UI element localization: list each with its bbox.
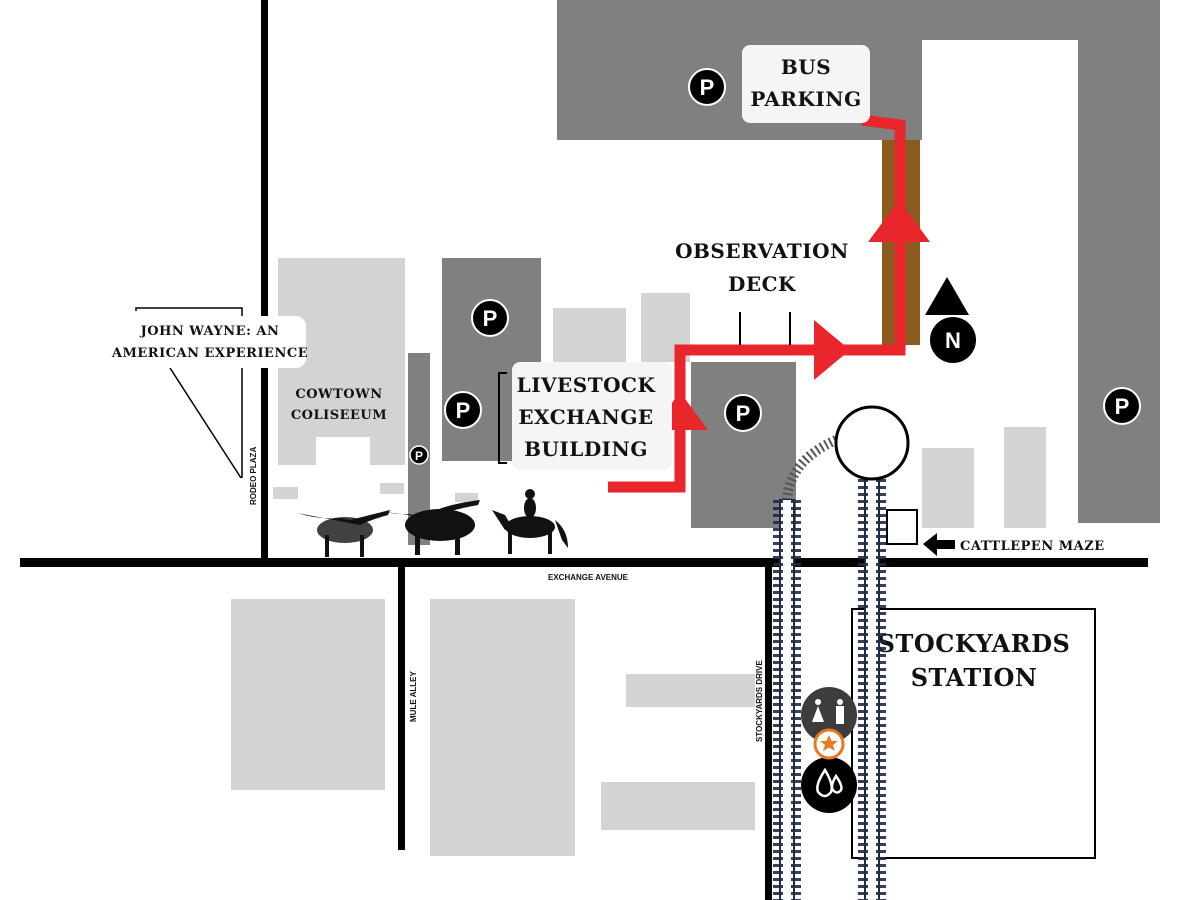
arrow-left-icon (923, 533, 955, 556)
building (370, 437, 405, 465)
north-badge (930, 317, 976, 363)
building (430, 599, 575, 856)
parking-icon[interactable]: P (444, 391, 482, 429)
parking-icon[interactable]: P (688, 68, 726, 106)
walking-route (608, 114, 930, 493)
road-rodeo-plaza (261, 0, 268, 560)
buildings (231, 258, 1046, 856)
svg-text:P: P (700, 75, 715, 100)
restroom-icon[interactable] (801, 687, 857, 743)
john-wayne-label[interactable]: JOHN WAYNE: AN (140, 324, 280, 339)
cattlepen-maze-label[interactable]: CATTLEPEN MAZE (960, 539, 1105, 554)
turntable (834, 405, 910, 481)
observation-deck-label[interactable]: OBSERVATION (675, 239, 849, 263)
cattle-drive-silhouette (297, 489, 568, 557)
parking-icon[interactable]: P (409, 445, 429, 465)
parking-icon[interactable]: P (471, 299, 509, 337)
bracket (498, 372, 507, 464)
parking-icon[interactable]: P (1103, 387, 1141, 425)
building (278, 437, 316, 465)
building (231, 599, 385, 790)
observation-deck-label-2: DECK (728, 272, 796, 296)
building (380, 483, 404, 494)
cowtown-coliseum-label[interactable]: COWTOWN (295, 387, 382, 402)
road-mule-alley (398, 566, 405, 850)
street-label-stockyards-drive: STOCKYARDS DRIVE (755, 660, 764, 742)
parking-lot-east (1078, 0, 1160, 523)
livestock-exchange-label[interactable]: LIVESTOCK (517, 373, 656, 397)
bus-parking-label-2: PARKING (750, 87, 861, 111)
street-label-exchange-avenue: EXCHANGE AVENUE (548, 573, 629, 582)
cattlepen-maze-marker (886, 509, 918, 545)
road-exchange-avenue (20, 558, 1148, 567)
building (626, 674, 755, 707)
livestock-label-box (512, 362, 672, 470)
railroad-tracks (773, 435, 886, 900)
parking-icons: P P P P P P (409, 68, 1141, 465)
cowtown-coliseum-label-2: COLISEEUM (291, 408, 387, 423)
north-arrow-icon (925, 277, 969, 315)
svg-text:P: P (483, 306, 498, 331)
stockyards-station-label-2: STATION (911, 663, 1038, 692)
livestock-exchange-label-3: BUILDING (524, 437, 648, 461)
route-arrow-right (814, 320, 850, 380)
route-line (608, 114, 906, 493)
street-label-rodeo-plaza: RODEO PLAZA (249, 447, 258, 505)
john-wayne-label-2: AMERICAN EXPERIENCE (111, 346, 308, 361)
road-stockyards-drive (765, 566, 772, 900)
roads (20, 0, 1148, 900)
stockyards-station-label[interactable]: STOCKYARDS (878, 629, 1071, 658)
building (922, 448, 974, 528)
stockyards-station-outline (851, 608, 1096, 859)
john-wayne-label-box (116, 316, 306, 368)
livestock-exchange-label-2: EXCHANGE (518, 405, 653, 429)
svg-text:P: P (415, 449, 423, 463)
bus-parking-label[interactable]: BUS (781, 55, 831, 79)
svg-text:P: P (1115, 394, 1130, 419)
building (1004, 427, 1046, 528)
water-drop-icon[interactable] (801, 757, 857, 813)
route-arrow-up-2 (868, 200, 930, 242)
parking-icon[interactable]: P (724, 394, 762, 432)
building (273, 487, 298, 499)
svg-text:P: P (736, 401, 751, 426)
building (553, 308, 626, 362)
north-label: N (945, 328, 961, 353)
star-icon[interactable] (813, 728, 845, 760)
building (455, 493, 478, 502)
bus-parking-label-box (742, 45, 870, 123)
callout-line (169, 367, 242, 479)
building (601, 782, 755, 830)
svg-text:P: P (456, 398, 471, 423)
street-label-mule-alley: MULE ALLEY (409, 671, 418, 722)
